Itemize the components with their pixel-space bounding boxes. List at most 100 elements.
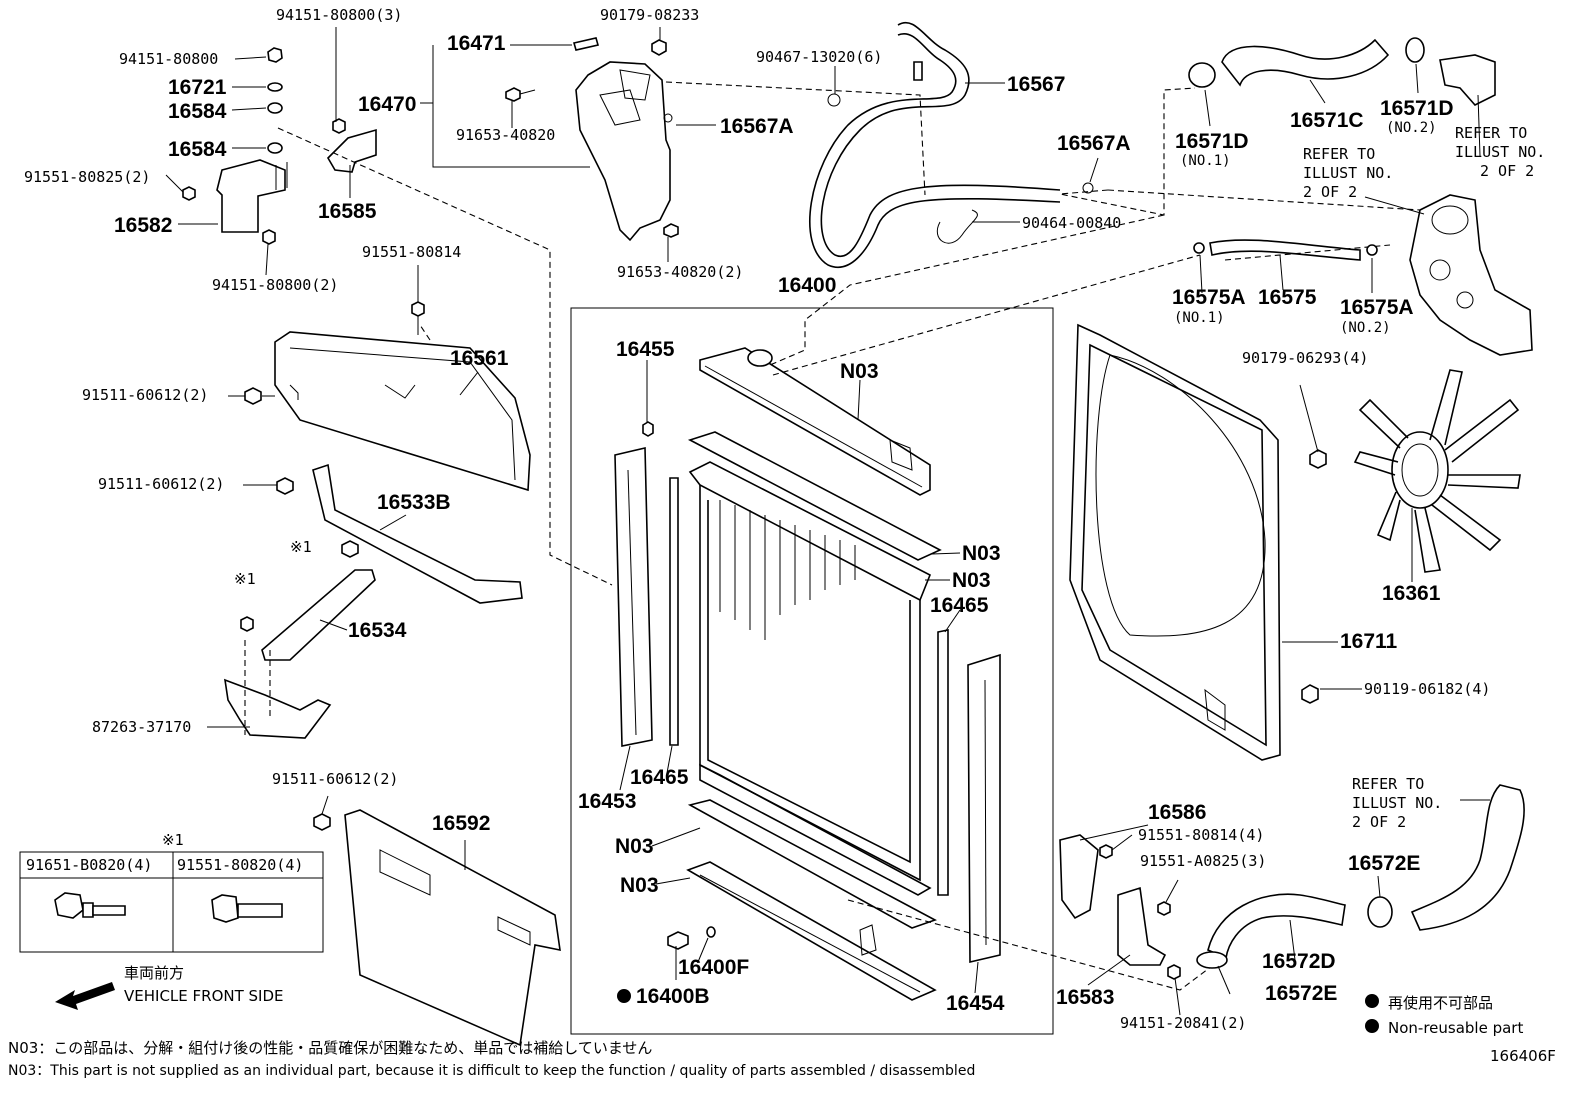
bracket-87263-37170 <box>224 678 332 739</box>
label-n03-upper-tank: N03 <box>840 360 879 383</box>
diagram-id: 166406F <box>1490 1047 1556 1065</box>
fan-shroud-16711 <box>1069 323 1281 761</box>
label-90179-06293-4: 90179-06293(4) <box>1242 349 1368 367</box>
label-91511-60612-2-b: 91511-60612(2) <box>98 475 224 493</box>
label-16465-right: 16465 <box>930 594 989 617</box>
label-n03-lower-tank: N03 <box>620 874 659 897</box>
clip-icon-16567A-b <box>1082 182 1094 194</box>
label-16575: 16575 <box>1258 286 1317 309</box>
hex-bolt-icon <box>211 894 239 923</box>
reservoir-tank-16470 <box>575 61 671 242</box>
label-16592: 16592 <box>432 812 490 835</box>
label-16400B: 16400B <box>636 985 710 1008</box>
label-87263-37170: 87263-37170 <box>92 718 191 736</box>
label-16465-left: 16465 <box>630 766 689 789</box>
label-91551-80814-4: 91551-80814(4) <box>1138 826 1264 844</box>
bolt-icon-91551-A0825 <box>1157 901 1171 916</box>
label-91511-60612-2-c: 91511-60612(2) <box>272 770 398 788</box>
bolt-icon-91511-60612-c <box>313 813 331 831</box>
refer-note-c-line1: REFER TO <box>1352 775 1424 793</box>
label-16584-lower: 16584 <box>168 138 227 161</box>
bolt-icon-91511-60612-a <box>244 387 262 405</box>
label-n03-core: N03 <box>952 569 991 592</box>
screw-icon-91653-40820 <box>505 87 521 102</box>
gasket-n03-lower <box>687 799 937 929</box>
nut-icon-94151-80800-3 <box>332 118 346 134</box>
non-reusable-dot-16400B <box>617 989 631 1003</box>
seal-16465-left <box>669 477 679 746</box>
label-16571D-1-sub: (NO.1) <box>1180 153 1231 169</box>
label-94151-20841-2: 94151-20841(2) <box>1120 1014 1246 1032</box>
bracket-16533B <box>312 463 523 604</box>
footnote-en: N03：This part is not supplied as an indi… <box>8 1063 975 1079</box>
label-16534: 16534 <box>348 619 407 642</box>
nut-icon-90179-06293 <box>1309 449 1327 469</box>
refer-note-b-line1: REFER TO <box>1303 145 1375 163</box>
washer-icon-16721 <box>267 82 283 92</box>
label-16400: 16400 <box>778 274 836 297</box>
dashed-assembly-lines <box>244 81 1421 991</box>
clamp-icon-16575A-1 <box>1193 242 1205 254</box>
upper-tank <box>699 347 931 496</box>
hose-16572D <box>1207 893 1346 960</box>
front-label-jp: 車両前方 <box>124 964 184 982</box>
label-n03-lower-gasket: N03 <box>615 835 654 858</box>
bracket-16586 <box>1059 834 1099 920</box>
label-16571D-2: 16571D <box>1380 97 1454 120</box>
label-91551-80825-2: 91551-80825(2) <box>24 168 150 186</box>
lower-tank <box>686 861 937 1001</box>
label-16585: 16585 <box>318 200 377 223</box>
clamp-icon-90464 <box>936 209 978 244</box>
label-16571C: 16571C <box>1290 109 1364 132</box>
label-91551-80814: 91551-80814 <box>362 243 461 261</box>
label-16583: 16583 <box>1056 986 1114 1009</box>
mark-note-1-a: ※1 <box>290 538 312 556</box>
clamp-icon-16572E-b <box>1367 896 1393 928</box>
thermostat-housing <box>1409 194 1533 356</box>
water-outlet <box>1439 54 1496 106</box>
label-16721: 16721 <box>168 76 227 99</box>
label-16571D-1: 16571D <box>1175 130 1249 153</box>
label-16572D: 16572D <box>1262 950 1336 973</box>
refer-note-c-line2: ILLUST NO. <box>1352 794 1442 812</box>
label-16455: 16455 <box>616 338 675 361</box>
bolt-icon-90119-06182 <box>1301 684 1319 704</box>
label-16400F: 16400F <box>678 956 749 979</box>
nut-icon-94151-80800-2 <box>262 229 276 245</box>
refer-note-c-line3: 2 OF 2 <box>1352 813 1406 831</box>
upper-cover-16561 <box>274 331 531 492</box>
bolt-icon-mark1-a <box>341 540 359 558</box>
nut-icon-94151-20841 <box>1167 964 1181 980</box>
refer-note-a-line3: 2 OF 2 <box>1480 162 1534 180</box>
label-16361: 16361 <box>1382 582 1441 605</box>
seal-16465-right <box>937 629 949 896</box>
label-16584-upper: 16584 <box>168 100 227 123</box>
hose-16575 <box>1209 239 1361 261</box>
hose-fitting <box>913 61 923 81</box>
hose-16567 <box>820 22 1061 258</box>
bracket-16583 <box>1117 886 1167 966</box>
screw-icon-91653-40820-2 <box>663 223 679 238</box>
bracket-16582 <box>216 159 286 233</box>
refer-note-a-line1: REFER TO <box>1455 124 1527 142</box>
legend-dot-icon-jp <box>1365 994 1379 1008</box>
label-16572E-a: 16572E <box>1265 982 1337 1005</box>
label-16711: 16711 <box>1340 630 1398 653</box>
vehicle-front-indicator: 車両前方 VEHICLE FRONT SIDE <box>55 964 284 1010</box>
support-16453 <box>614 446 653 747</box>
bolt-icon-mark1-b <box>240 616 254 632</box>
label-16575A-1-sub: (NO.1) <box>1174 310 1225 326</box>
radiator-cap-16455-port <box>747 349 773 367</box>
front-arrow-icon <box>55 982 115 1010</box>
label-16471: 16471 <box>447 32 506 55</box>
o-ring-16400F <box>706 926 716 938</box>
label-16582: 16582 <box>114 214 172 237</box>
clamp-icon-16571D-2 <box>1405 37 1425 63</box>
bolt-icon-91551-80814 <box>411 301 425 317</box>
clamp-icon-16575A-2 <box>1366 244 1378 256</box>
label-94151-80800: 94151-80800 <box>119 50 218 68</box>
label-90119-06182-4: 90119-06182(4) <box>1364 680 1490 698</box>
cushion-icon-16584-lower <box>267 142 283 154</box>
